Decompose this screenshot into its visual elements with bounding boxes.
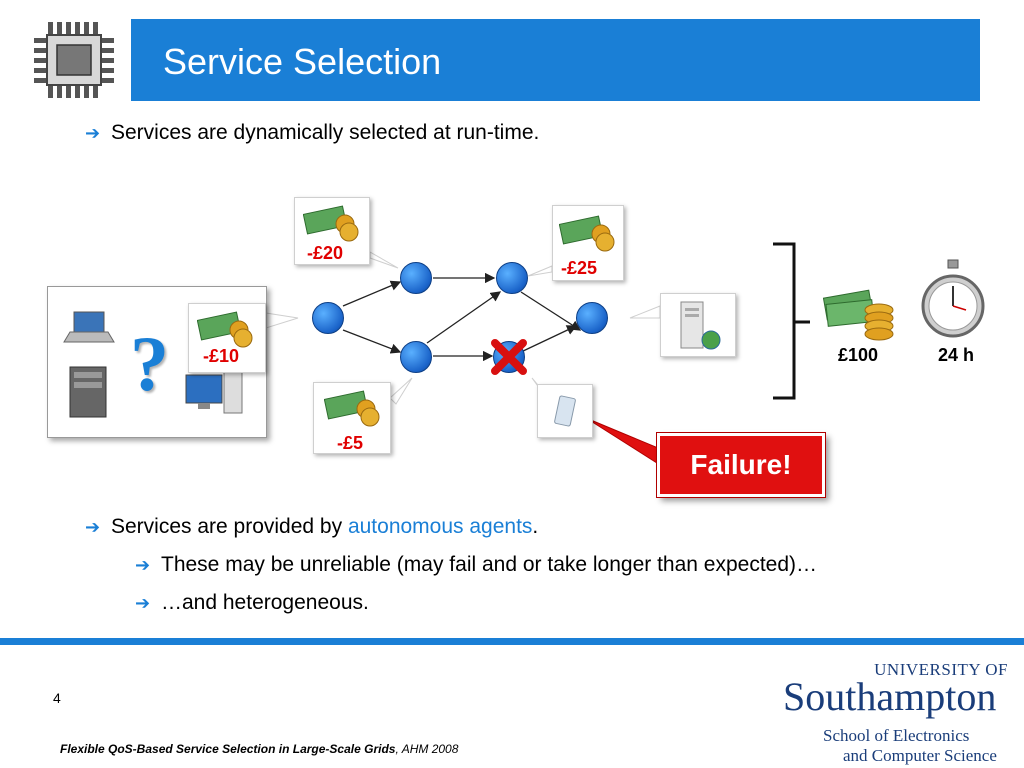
- bullet-text: These may be unreliable (may fail and or…: [161, 553, 818, 576]
- chip-logo-icon: [30, 20, 120, 100]
- arrow-bullet-icon: ➔: [85, 517, 101, 537]
- server-globe-icon: [680, 301, 721, 350]
- graph-node: [312, 302, 344, 334]
- footer-divider: [0, 638, 1024, 645]
- edge: [342, 329, 402, 354]
- uni-line-1: UNIVERSITY OF: [874, 660, 1008, 679]
- money-icon: [303, 205, 359, 242]
- page-number: 4: [53, 690, 61, 706]
- sub-bullet-unreliable: ➔ These may be unreliable (may fail and …: [135, 553, 817, 577]
- bullet-text: …and heterogeneous.: [161, 591, 369, 614]
- budget-label: £100: [838, 345, 879, 365]
- failure-label: Failure!: [656, 432, 826, 498]
- graph-node: [496, 262, 528, 294]
- money-icon: [324, 390, 380, 427]
- price-callout-20: [294, 197, 370, 265]
- bullet-text: Services are provided by autonomous agen…: [111, 515, 538, 539]
- deadline-label: 24 h: [938, 345, 975, 365]
- bullet-dynamic-selection: ➔ Services are dynamically selected at r…: [85, 121, 539, 145]
- bullet-text-suffix: .: [532, 515, 539, 538]
- graph-node: [576, 302, 608, 334]
- money-stack-icon: [823, 289, 894, 341]
- client-devices-icon: [63, 311, 243, 418]
- edge: [426, 291, 502, 344]
- service-selection-diagram: ? -£10 -£20 -£25 -£5: [47, 197, 985, 498]
- bullet-text: Services are dynamically selected at run…: [111, 121, 540, 144]
- graph-node: [400, 341, 432, 373]
- uni-line-2: Southampton: [783, 674, 997, 719]
- edge: [520, 325, 578, 353]
- pda-icon: [554, 395, 576, 427]
- price-label: -£20: [307, 243, 344, 263]
- university-logo: UNIVERSITY OF Southampton School of Elec…: [783, 660, 1008, 766]
- page-title: Service Selection: [131, 19, 980, 101]
- arrow-bullet-icon: ➔: [135, 555, 151, 575]
- uni-school: School of Electronics: [823, 726, 970, 745]
- question-mark: ?: [130, 320, 169, 407]
- failed-device-callout: [537, 384, 593, 438]
- arrow-bullet-icon: ➔: [85, 123, 101, 143]
- bullet-text-prefix: Services are provided by: [111, 515, 348, 538]
- money-icon: [559, 215, 615, 252]
- price-callout-10: [188, 303, 266, 373]
- footer-citation: Flexible QoS-Based Service Selection in …: [60, 742, 458, 756]
- price-callout-25: [552, 205, 624, 281]
- arrow-bullet-icon: ➔: [135, 593, 151, 613]
- price-label: -£5: [337, 433, 364, 453]
- price-label: -£25: [561, 258, 598, 278]
- citation-venue: , AHM 2008: [395, 742, 459, 756]
- failure-x-icon: [491, 339, 527, 375]
- uni-department: and Computer Science: [843, 746, 997, 765]
- edge: [342, 280, 402, 307]
- sub-bullet-heterogeneous: ➔ …and heterogeneous.: [135, 591, 369, 615]
- bullet-autonomous-agents: ➔ Services are provided by autonomous ag…: [85, 515, 538, 539]
- graph-node: [400, 262, 432, 294]
- edge: [520, 291, 582, 331]
- autonomous-agents-link[interactable]: autonomous agents: [347, 515, 533, 538]
- stopwatch-icon: [921, 259, 985, 338]
- diagram-edges: [265, 242, 810, 471]
- citation-title: Flexible QoS-Based Service Selection in …: [60, 742, 396, 756]
- server-callout: [660, 293, 736, 357]
- money-icon: [197, 311, 253, 348]
- price-callout-5: [313, 382, 391, 454]
- price-label: -£10: [203, 346, 240, 366]
